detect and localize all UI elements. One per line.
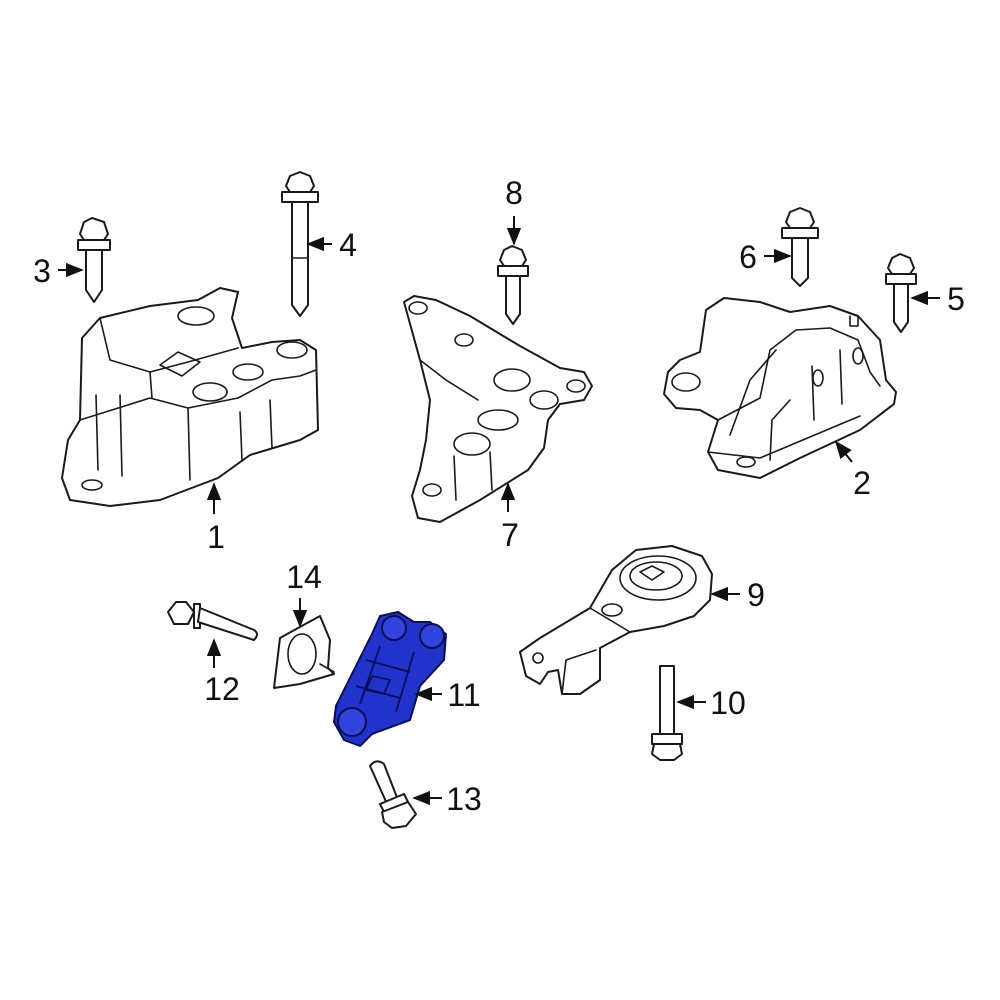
part-3-bolt[interactable]: [77, 217, 111, 303]
callout-11: 11: [447, 677, 480, 713]
part-11-mount-bracket[interactable]: [333, 611, 447, 747]
part-9-torque-strut[interactable]: [519, 545, 713, 695]
callout-13: 13: [446, 781, 482, 817]
part-13-bolt[interactable]: [369, 760, 417, 829]
callout-9: 9: [747, 577, 765, 613]
part-1-engine-mount[interactable]: [61, 287, 319, 507]
part-4-long-bolt[interactable]: [281, 171, 319, 317]
part-8-bolt[interactable]: [497, 245, 529, 325]
callout-12: 12: [204, 671, 240, 707]
callout-14: 14: [286, 559, 322, 595]
part-10-bolt[interactable]: [651, 665, 683, 761]
callout-8: 8: [505, 175, 523, 211]
part-2-transmission-mount[interactable]: [663, 297, 897, 479]
callout-labels: 1 2 3 4 5 6 7 8 9 10 11 12 13 14: [33, 175, 965, 817]
part-7-bracket[interactable]: [403, 295, 593, 523]
callout-6: 6: [739, 239, 757, 275]
callout-5: 5: [947, 281, 965, 317]
callout-7: 7: [501, 517, 519, 553]
part-5-bolt[interactable]: [885, 253, 917, 333]
callout-1: 1: [207, 519, 225, 555]
part-12-bolt[interactable]: [167, 601, 258, 641]
callout-4: 4: [339, 227, 357, 263]
part-14-heat-shield[interactable]: [273, 615, 335, 689]
callout-10: 10: [710, 685, 746, 721]
callout-3: 3: [33, 253, 51, 289]
callout-2: 2: [853, 465, 871, 501]
part-6-bolt[interactable]: [781, 207, 819, 287]
callout-leaders: [58, 216, 940, 806]
leader-2: [834, 440, 853, 463]
